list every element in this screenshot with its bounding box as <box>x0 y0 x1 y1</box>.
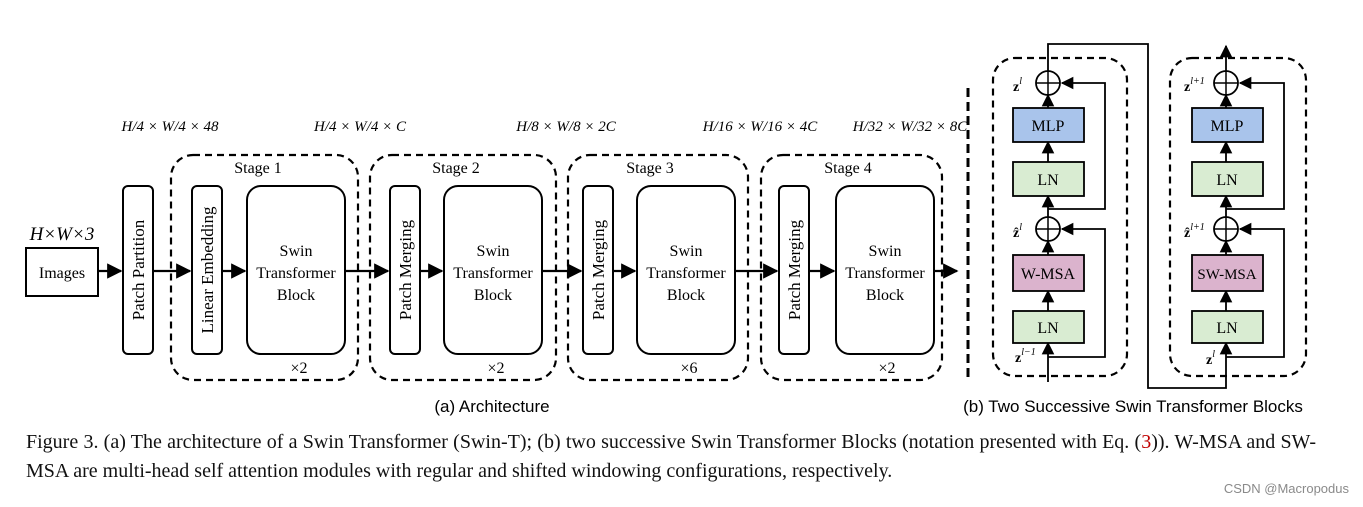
linear-embedding-label: Linear Embedding <box>198 206 217 333</box>
swin-block-2-line1: Swin <box>477 243 510 260</box>
swin-block-1-line2: Transformer <box>256 265 336 282</box>
block-b-in-var: zl <box>1206 349 1215 368</box>
block-b-mlp-label: MLP <box>1211 118 1244 135</box>
block-a-ln-top-box <box>1012 161 1085 197</box>
block-b-mlp-box <box>1191 107 1264 143</box>
swin-block-2-line2: Transformer <box>453 265 533 282</box>
block-a-ln-bottom-label: LN <box>1037 320 1059 337</box>
sublabel-architecture: (a) Architecture <box>434 397 549 416</box>
swin-block-3-line3: Block <box>667 287 705 304</box>
swin-block-1-line1: Swin <box>280 243 313 260</box>
block-a-out-var: zl <box>1013 76 1022 95</box>
block-a-mid-var: ẑl <box>1013 222 1022 241</box>
block-b-swmsa-box <box>1191 254 1264 292</box>
swin-block-4-line3: Block <box>866 287 904 304</box>
block-a-to-block-b-link <box>1047 43 1233 389</box>
block-a-wmsa-label: W-MSA <box>1021 266 1076 283</box>
stage-4-repeat: ×2 <box>878 360 895 377</box>
block-b-ln-top-label: LN <box>1216 172 1238 189</box>
stage-3-repeat: ×6 <box>680 360 697 377</box>
block-b-residual-2 <box>1226 76 1285 210</box>
block-b-out-var: zl+1 <box>1184 76 1205 95</box>
stage-4-dim: H/32 × W/32 × 8C <box>852 119 968 135</box>
block-a-wmsa-box <box>1012 254 1085 292</box>
block-b-ln-bottom-box <box>1191 310 1264 344</box>
stage-1-title: Stage 1 <box>234 160 282 177</box>
block-a-in-var: zl−1 <box>1015 347 1036 366</box>
patch-merging-4-label: Patch Merging <box>785 219 804 320</box>
stage-4-container <box>759 153 944 382</box>
images-box <box>25 247 99 297</box>
stage-3-dim: H/16 × W/16 × 4C <box>702 119 818 135</box>
stage-1-repeat: ×2 <box>290 360 307 377</box>
swin-block-4-line1: Swin <box>869 243 902 260</box>
block-b-ln-bottom-label: LN <box>1216 320 1238 337</box>
block-a-ln-top-label: LN <box>1037 172 1059 189</box>
block-a-mlp-label: MLP <box>1032 118 1065 135</box>
sublabel-blocks: (b) Two Successive Swin Transformer Bloc… <box>963 397 1303 416</box>
caption-equation-ref[interactable]: 3 <box>1141 431 1152 453</box>
stage-2-container <box>368 153 558 382</box>
patch-partition-dim: H/4 × W/4 × 48 <box>121 119 219 135</box>
stage-1-dim: H/4 × W/4 × C <box>313 119 407 135</box>
block-a-residual-1 <box>1048 222 1106 358</box>
stage-2-repeat: ×2 <box>487 360 504 377</box>
swin-block-3-line1: Swin <box>670 243 703 260</box>
block-a-ln-bottom-box <box>1012 310 1085 344</box>
caption-text-1: Figure 3. (a) The architecture of a Swin… <box>26 431 1142 453</box>
block-b-swmsa-label: SW-MSA <box>1197 267 1256 283</box>
swin-block-3-line2: Transformer <box>646 265 726 282</box>
swin-block-2-line3: Block <box>474 287 512 304</box>
stage-1-container <box>169 153 360 382</box>
stage-2-dim: H/8 × W/8 × 2C <box>515 119 616 135</box>
patch-partition-label: Patch Partition <box>129 219 148 320</box>
stage-4-title: Stage 4 <box>824 160 872 177</box>
block-b-ln-top-box <box>1191 161 1264 197</box>
input-dim-label: H×W×3 <box>29 224 95 245</box>
caption-text-2: )). W-MSA and SW-MSA are multi-head self… <box>26 431 1316 482</box>
patch-merging-2-label: Patch Merging <box>396 219 415 320</box>
block-b-residual-1 <box>1226 222 1285 358</box>
swin-block-4-line2: Transformer <box>845 265 925 282</box>
watermark: CSDN @Macropodus <box>1223 481 1349 496</box>
stage-3-title: Stage 3 <box>626 160 674 177</box>
stage-2-title: Stage 2 <box>432 160 480 177</box>
block-a-residual-2 <box>1048 76 1106 210</box>
patch-merging-3-label: Patch Merging <box>589 219 608 320</box>
block-a-mlp-box <box>1012 107 1085 143</box>
swin-block-1-line3: Block <box>277 287 315 304</box>
figure-caption: Figure 3. (a) The architecture of a Swin… <box>26 428 1316 486</box>
block-b-container <box>1168 56 1308 378</box>
swin-architecture-diagram: H×W×3 Images Patch Partition H/4 × W/4 ×… <box>25 43 1308 416</box>
block-b-mid-var: ẑl+1 <box>1184 222 1205 241</box>
images-label: Images <box>39 265 85 282</box>
